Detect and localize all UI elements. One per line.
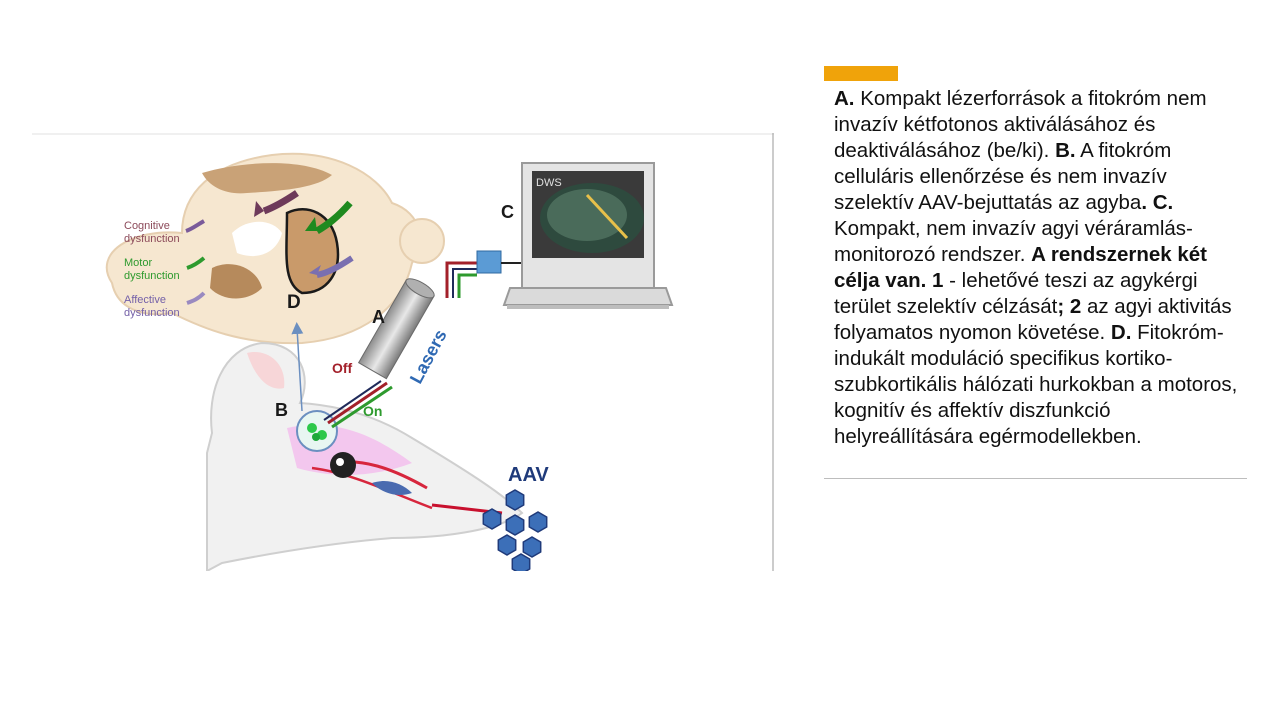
laptop-monitor [502, 162, 674, 309]
mouse-head [206, 341, 524, 571]
label-a: A [372, 307, 385, 327]
affective-label-1: Affective [124, 294, 166, 306]
screen-label: DWS [536, 177, 562, 189]
caption-goal-2-marker: ; 2 [1057, 295, 1082, 318]
caption-c-text: Kompakt, nem invazív agyi véráramlás-mon… [834, 217, 1193, 266]
aav-particle [528, 511, 548, 533]
aav-particle [482, 508, 502, 530]
aav-particle [511, 553, 531, 571]
cognitive-label-1: Cognitive [124, 220, 170, 232]
lasers-label: Lasers [406, 326, 451, 387]
laser-device [357, 278, 435, 380]
cognitive-label-2: dysfunction [124, 233, 180, 245]
caption-c-marker: . C. [1141, 191, 1174, 214]
aav-particle [505, 514, 525, 536]
caption-goal-1: - lehetővé teszi az agykérgi terület sze… [834, 269, 1198, 318]
mouse-brain-figure: Cognitive dysfunction Motor dysfunction … [32, 133, 774, 571]
off-label: Off [332, 360, 353, 376]
aav-particle [497, 534, 517, 556]
aav-particle [522, 536, 542, 558]
caption-text: A. Kompakt lézerforrások a fitokróm nem … [834, 86, 1244, 450]
caption-d-marker: D. [1110, 321, 1132, 344]
caption-d-text: Fitokróm-indukált moduláció specifikus k… [834, 321, 1238, 448]
caption-divider [824, 478, 1247, 479]
aav-cluster [482, 489, 548, 571]
motor-label-2: dysfunction [124, 270, 180, 282]
caption-a-text: Kompakt lézerforrások a fitokróm nem inv… [834, 87, 1207, 162]
caption-goal-2: az agyi aktivitás folyamatos nyomon köve… [834, 295, 1232, 344]
accent-bar [824, 66, 898, 81]
caption-a-marker: A. [834, 87, 855, 110]
affective-label-2: dysfunction [124, 307, 180, 319]
aav-label: AAV [508, 464, 549, 486]
on-label: On [363, 403, 382, 419]
label-d: D [287, 292, 301, 313]
label-b: B [275, 400, 288, 420]
figure-drawing: Cognitive dysfunction Motor dysfunction … [32, 133, 774, 571]
caption-b-marker: B. [1055, 139, 1076, 162]
caption-b-text: A fitokróm celluláris ellenőrzése és nem… [834, 139, 1172, 214]
label-c: C [501, 202, 514, 222]
brain-section [105, 152, 445, 345]
motor-label-1: Motor [124, 257, 152, 269]
caption-goals-heading: A rendszernek két célja van. 1 [834, 243, 1207, 292]
aav-particle [505, 489, 525, 511]
dysfunction-labels: Cognitive dysfunction Motor dysfunction … [124, 219, 206, 319]
